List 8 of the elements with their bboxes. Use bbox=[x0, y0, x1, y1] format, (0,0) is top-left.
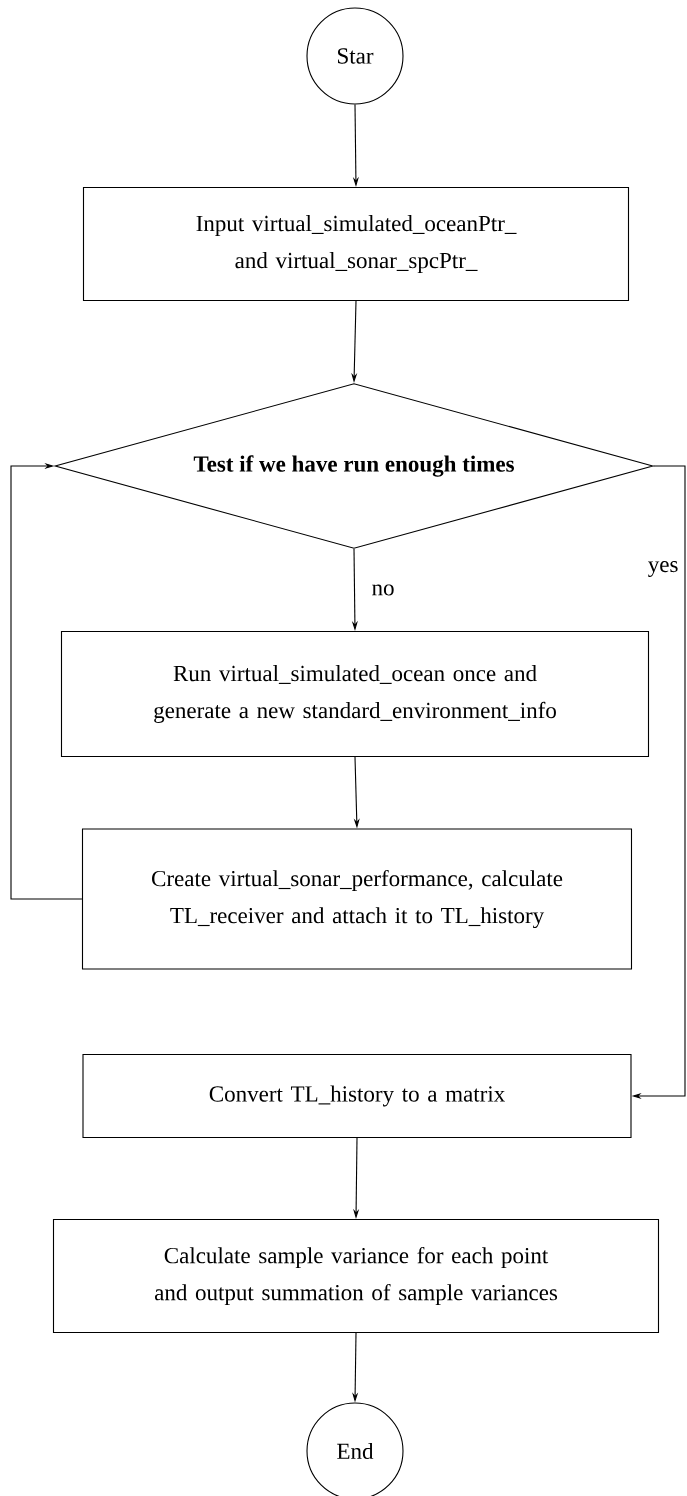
edge-label: no bbox=[370, 583, 396, 597]
process-box: Run virtual_simulated_ocean once and generate a new standard_environment_info bbox=[60, 630, 650, 758]
process-box: Input virtual_simulated_oceanPtr_ and virtual_sonar_spcPtr_ bbox=[82, 186, 630, 302]
arrow bbox=[10, 462, 83, 900]
edge-label: yes bbox=[646, 560, 680, 578]
process-box: Create virtual_sonar_performance, calculate TL_receiver and attach it to TL_history bbox=[81, 828, 633, 970]
process-box: Convert TL_history to a matrix bbox=[82, 1053, 632, 1139]
process-box: Calculate sample variance for each point and output summation of sample variances bbox=[52, 1218, 660, 1334]
